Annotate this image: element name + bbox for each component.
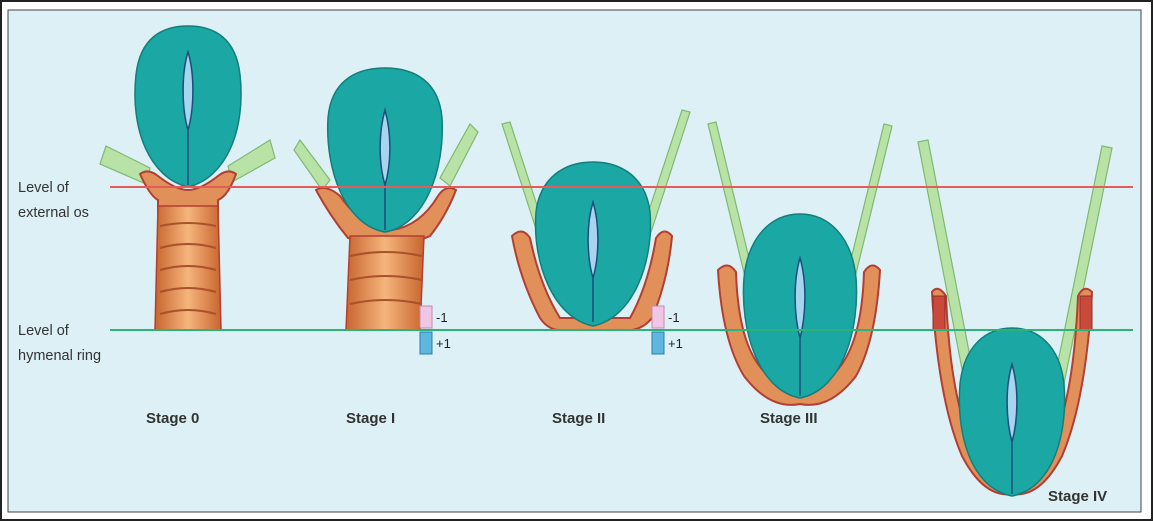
svg-text:Level of: Level of bbox=[18, 180, 70, 196]
svg-text:Level of: Level of bbox=[18, 323, 70, 339]
tick-plus-label: +1 bbox=[668, 336, 683, 351]
stage-label-0: Stage 0 bbox=[146, 410, 199, 427]
svg-text:external os: external os bbox=[18, 205, 89, 221]
svg-text:hymenal ring: hymenal ring bbox=[18, 348, 101, 364]
stage-label-1: Stage I bbox=[346, 410, 395, 427]
stage-label-4: Stage IV bbox=[1048, 488, 1107, 505]
tick-minus-label: -1 bbox=[436, 310, 448, 325]
tick-plus-label: +1 bbox=[436, 336, 451, 351]
stage-label-3: Stage III bbox=[760, 410, 818, 427]
stage-label-2: Stage II bbox=[552, 410, 605, 427]
tick-minus-label: -1 bbox=[668, 310, 680, 325]
